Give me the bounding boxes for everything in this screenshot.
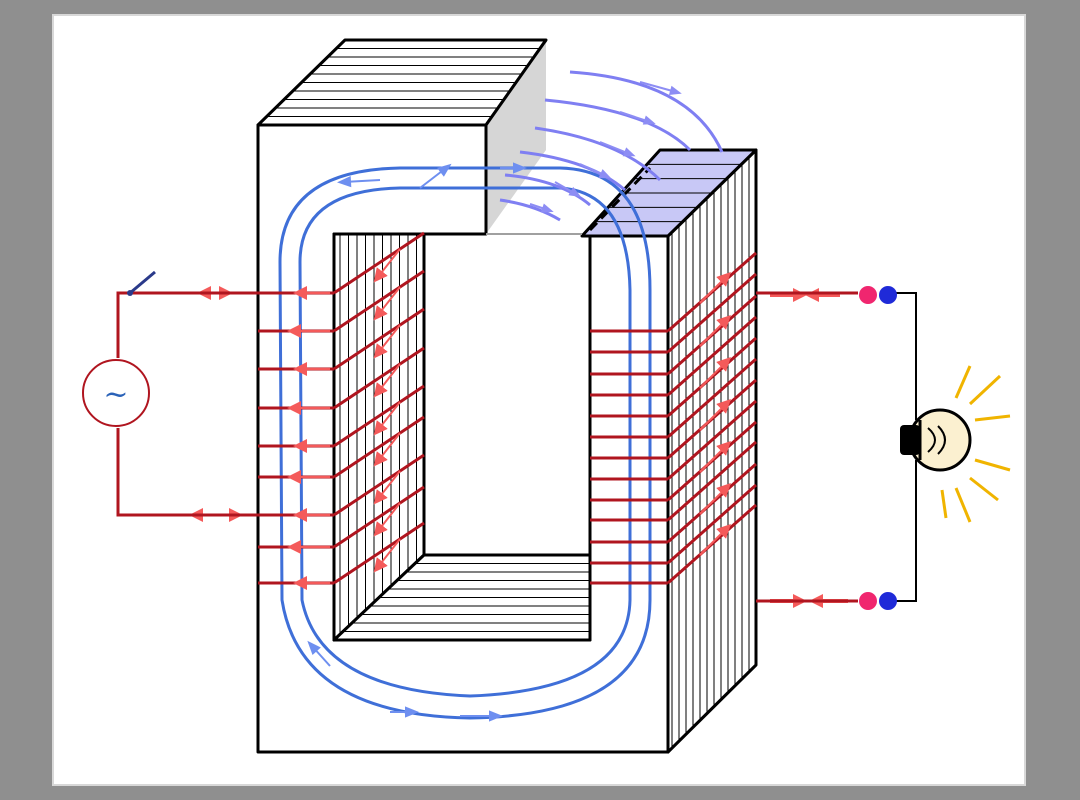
leakage-arc (544, 98, 692, 152)
leakage-arrow (619, 111, 656, 125)
flux-arrow (419, 163, 452, 189)
current-arrow (373, 248, 401, 283)
lamp-wire (888, 292, 917, 602)
flux-loop-outer (278, 166, 652, 720)
lamp-ray (974, 414, 1011, 422)
current-arrow (373, 401, 401, 436)
primary-turn-back (333, 415, 425, 479)
primary-turn-back (333, 307, 425, 371)
primary-turn-back (333, 231, 425, 295)
secondary-turn-back (667, 357, 757, 439)
current-arrow (373, 363, 401, 398)
current-arrow (373, 538, 401, 573)
primary-turn-back (333, 521, 425, 585)
terminal-top-red (859, 286, 877, 304)
secondary-turn-back (667, 315, 757, 397)
core-yoke-cut-face (486, 40, 546, 234)
flux-loop-inner (298, 186, 632, 698)
flux-arrow (307, 640, 331, 667)
leakage-arc (499, 198, 561, 222)
current-arrow (699, 524, 731, 556)
current-arrow (699, 441, 731, 473)
primary-turn-back (333, 485, 425, 549)
primary-turn-back (333, 384, 425, 448)
secondary-turn-back (667, 272, 757, 354)
secondary-turn-back (667, 399, 757, 481)
secondary-circuit (756, 286, 917, 610)
current-arrow (373, 432, 401, 467)
lamp-rays (940, 365, 1011, 523)
terminal-top-blue (879, 286, 897, 304)
terminal-bottom-red (859, 592, 877, 610)
ac-source-icon: ~ (82, 359, 150, 427)
core-right-side-face (666, 148, 758, 754)
lamp-ray (969, 476, 999, 502)
lamp-ray (954, 487, 972, 523)
current-arrow (373, 470, 401, 505)
terminal-bottom-blue (879, 592, 897, 610)
flux-direction-arrows (307, 162, 527, 722)
primary-turn-back (333, 453, 425, 517)
switch-icon[interactable] (127, 270, 156, 296)
current-arrow (699, 399, 731, 431)
lamp-ray (974, 458, 1011, 472)
lamp-ray (968, 374, 1002, 406)
transformer-core (256, 38, 758, 754)
leakage-flux-lines (499, 70, 724, 222)
primary-lead-bottom (116, 428, 258, 517)
leakage-arc (504, 173, 591, 207)
leakage-arrow (529, 203, 554, 213)
current-arrow (699, 357, 731, 389)
magnetic-flux-lines (278, 166, 652, 720)
current-arrow (699, 272, 731, 304)
ac-source-symbol: ~ (103, 377, 128, 412)
leakage-arc (569, 70, 724, 153)
secondary-turn-back (667, 483, 757, 565)
current-arrow (699, 483, 731, 515)
secondary-turn-back (667, 440, 757, 522)
primary-lead-top (116, 291, 258, 358)
current-arrow (373, 502, 401, 537)
flux-arrow (337, 176, 381, 188)
leakage-arrow (599, 141, 636, 157)
leakage-arrow (579, 163, 612, 179)
leakage-arc (534, 126, 662, 182)
leakage-arrow (639, 81, 682, 96)
current-arrow (373, 286, 401, 321)
primary-circuit (116, 291, 258, 517)
primary-turn-back (333, 346, 425, 410)
lamp-ray (954, 365, 972, 399)
lamp-ray (940, 489, 948, 519)
current-arrows (189, 248, 848, 608)
primary-turn-back (333, 269, 425, 333)
light-bulb-icon (900, 365, 1011, 523)
leakage-arrow (554, 181, 582, 197)
current-arrow (699, 315, 731, 347)
current-arrow (373, 324, 401, 359)
